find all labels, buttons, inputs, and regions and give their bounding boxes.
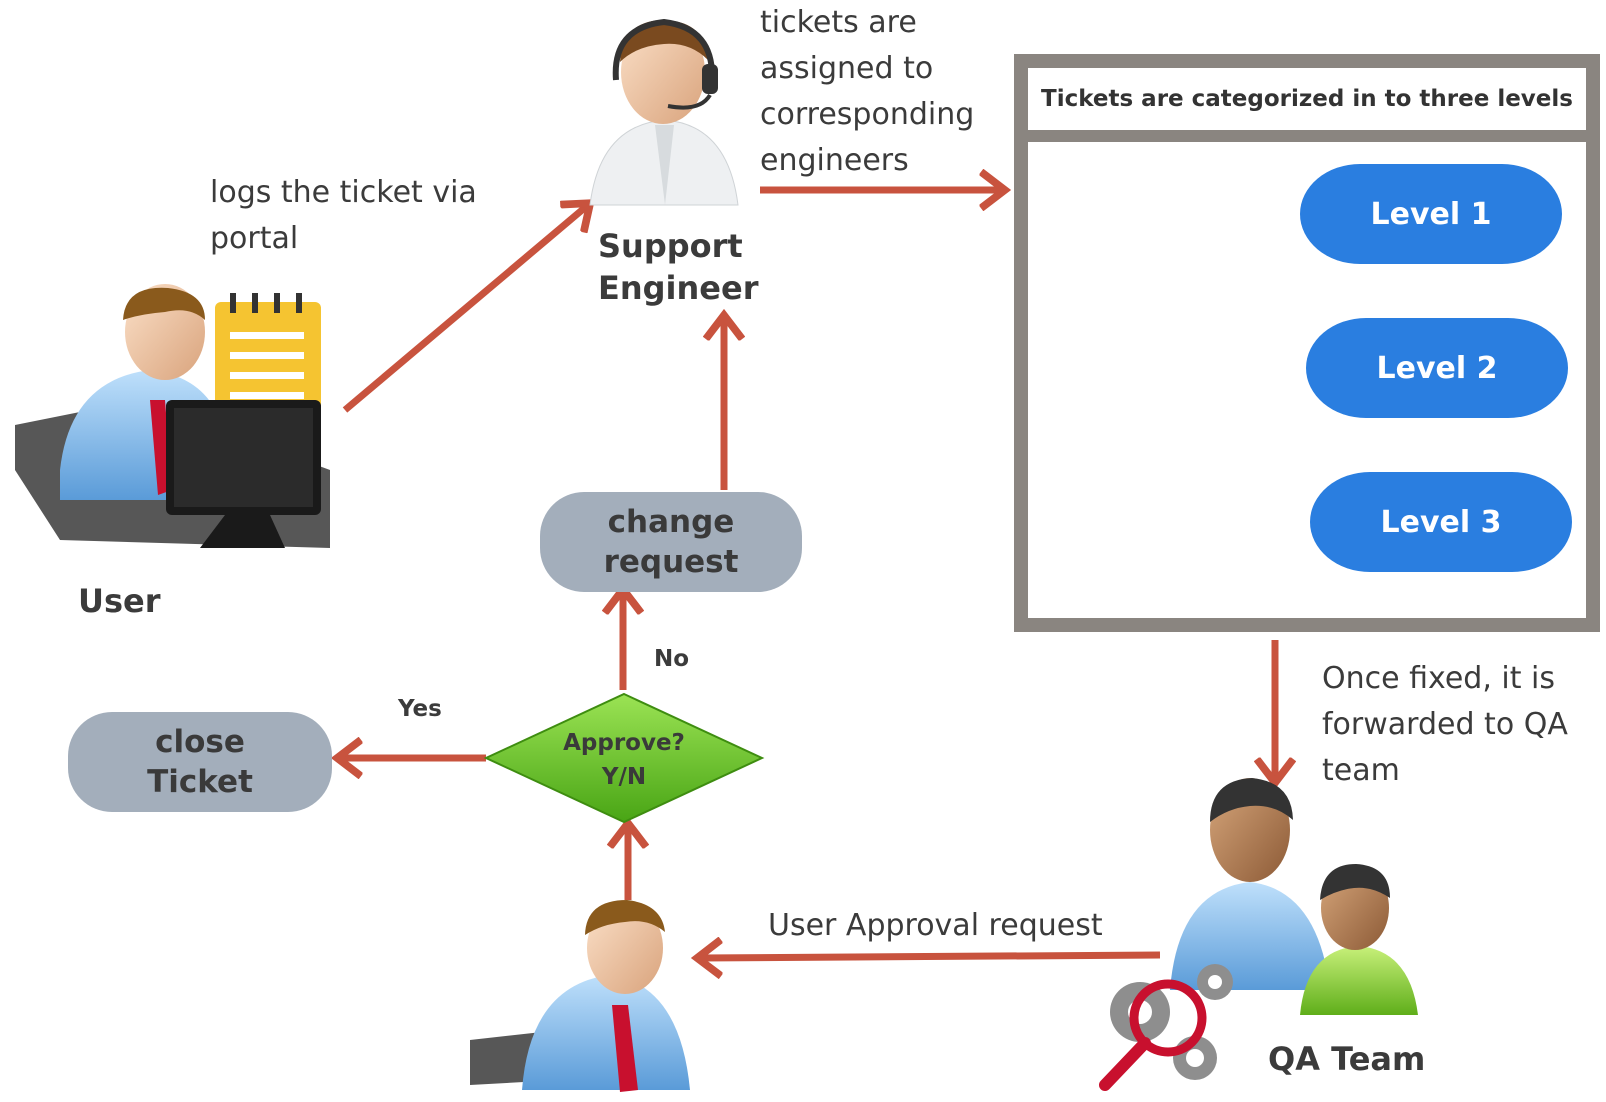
change-request-line-1: change <box>607 504 735 540</box>
arrow-user-to-support <box>342 205 588 413</box>
user-label: User <box>78 582 161 620</box>
decision-label: Approve? Y/N <box>546 726 702 794</box>
log-ticket-label: logs the ticket via portal <box>210 170 477 262</box>
no-label: No <box>654 646 690 672</box>
level-1-node: Level 1 <box>1300 164 1562 264</box>
decision-line-1: Approve? <box>563 730 685 756</box>
approval-request-label: User Approval request <box>768 908 1103 943</box>
level-3-node: Level 3 <box>1310 472 1572 572</box>
assigned-label: tickets are assigned to corresponding en… <box>760 0 974 184</box>
qa-team-icon <box>1099 778 1418 1091</box>
change-request-node: change request <box>540 492 802 592</box>
fixed-line-1: Once fixed, it is <box>1322 661 1556 696</box>
assigned-line-4: engineers <box>760 143 909 178</box>
decision-diamond <box>483 692 765 824</box>
decision-line-2: Y/N <box>601 764 647 790</box>
close-ticket-line-1: close <box>155 724 245 760</box>
close-ticket-line-2: Ticket <box>147 764 253 800</box>
support-engineer-label: Support Engineer <box>598 225 758 309</box>
support-engineer-line-2: Engineer <box>598 269 759 307</box>
support-engineer-headset-icon <box>589 18 739 206</box>
fixed-line-3: team <box>1322 753 1400 788</box>
fixed-forward-label: Once fixed, it is forwarded to QA team <box>1322 656 1568 794</box>
support-engineer-line-1: Support <box>598 227 743 265</box>
arrow-qa-to-user <box>700 955 1161 958</box>
magnifier-icon <box>1099 979 1207 1091</box>
categorization-title: Tickets are categorized in to three leve… <box>1028 68 1586 142</box>
fixed-line-2: forwarded to QA <box>1322 707 1568 742</box>
yes-label: Yes <box>398 696 442 722</box>
notepad-icon <box>215 293 321 422</box>
close-ticket-node: close Ticket <box>68 712 332 812</box>
assigned-line-3: corresponding <box>760 97 975 132</box>
approving-user-icon <box>470 900 690 1092</box>
level-2-node: Level 2 <box>1306 318 1568 418</box>
assigned-line-1: tickets are <box>760 5 917 40</box>
assigned-line-2: assigned to <box>760 51 934 86</box>
user-at-computer-icon <box>15 284 330 548</box>
log-ticket-line-2: portal <box>210 221 299 256</box>
qa-team-label: QA Team <box>1268 1040 1426 1078</box>
log-ticket-line-1: logs the ticket via <box>210 175 477 210</box>
change-request-line-2: request <box>603 544 739 580</box>
